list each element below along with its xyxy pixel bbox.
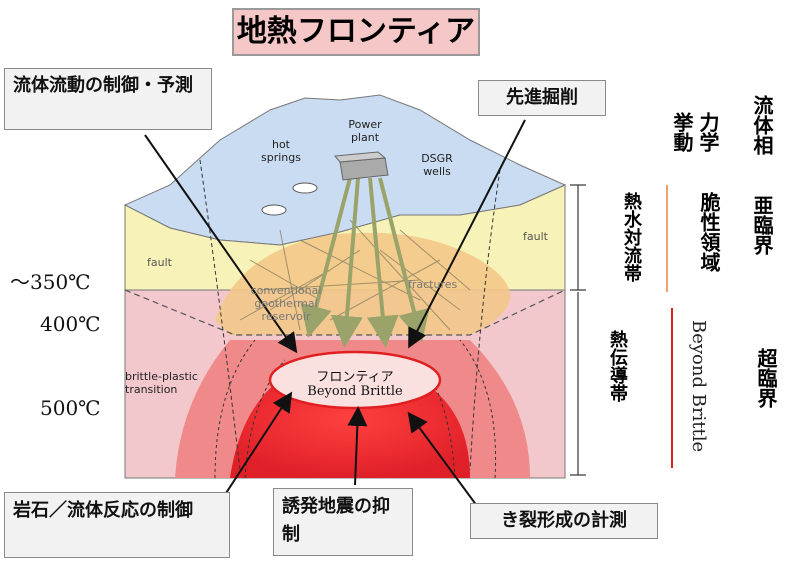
callout-rock-fluid: 岩石／流体反応の制御 xyxy=(4,492,230,558)
callout-flow-control: 流体流動の制御・予測 xyxy=(4,68,212,130)
callout-fracture-text: き裂形成の計測 xyxy=(501,510,627,531)
label-supercritical: 超臨界 xyxy=(754,348,778,408)
callout-advanced-drilling: 先進掘削 xyxy=(478,80,606,116)
label-brittle-plastic: brittle-plastic transition xyxy=(125,370,198,396)
hot-spring xyxy=(261,204,287,216)
callout-drilling-text: 先進掘削 xyxy=(506,87,578,108)
callout-flow-text: 流体流動の制御・予測 xyxy=(13,75,193,96)
page-title: 地熱フロンティア xyxy=(232,8,480,56)
temp-500: 500℃ xyxy=(40,396,101,420)
temp-350: ～350℃ xyxy=(10,270,91,294)
zone-conduction: 熱伝導帯 xyxy=(607,330,628,402)
header-fluid-phase: 流体相 xyxy=(750,95,774,155)
label-fault-right: fault xyxy=(523,230,548,243)
label-frontier-en: Beyond Brittle xyxy=(307,384,403,399)
zone-convection: 熱水対流帯 xyxy=(621,192,642,282)
hot-spring xyxy=(292,182,318,194)
label-beyond-brittle: Beyond Brittle xyxy=(688,320,709,453)
header-behavior: 挙動 xyxy=(670,112,694,152)
label-conventional-reservoir: conventional geothermal reservoir xyxy=(250,284,322,323)
label-frontier-jp: フロンティア xyxy=(316,370,394,385)
power-plant xyxy=(334,151,389,181)
callout-induced-seismicity: 誘発地震の抑制 xyxy=(273,488,413,556)
callout-fracture-measurement: き裂形成の計測 xyxy=(470,503,658,539)
label-brittle-region: 脆性領域 xyxy=(697,192,721,272)
callout-seismic-text: 誘発地震の抑制 xyxy=(282,496,390,545)
temp-400: 400℃ xyxy=(40,312,101,336)
header-mechanics: 力学 xyxy=(696,112,720,152)
label-fractures: fractures xyxy=(408,278,458,291)
callout-rock-text: 岩石／流体反応の制御 xyxy=(13,500,193,521)
label-fault-left: fault xyxy=(147,256,172,269)
label-hot-springs: hot springs xyxy=(261,138,301,164)
label-power-plant: Power plant xyxy=(348,118,382,144)
label-dsgr-wells: DSGR wells xyxy=(421,152,453,178)
label-subcritical: 亜臨界 xyxy=(750,195,774,255)
